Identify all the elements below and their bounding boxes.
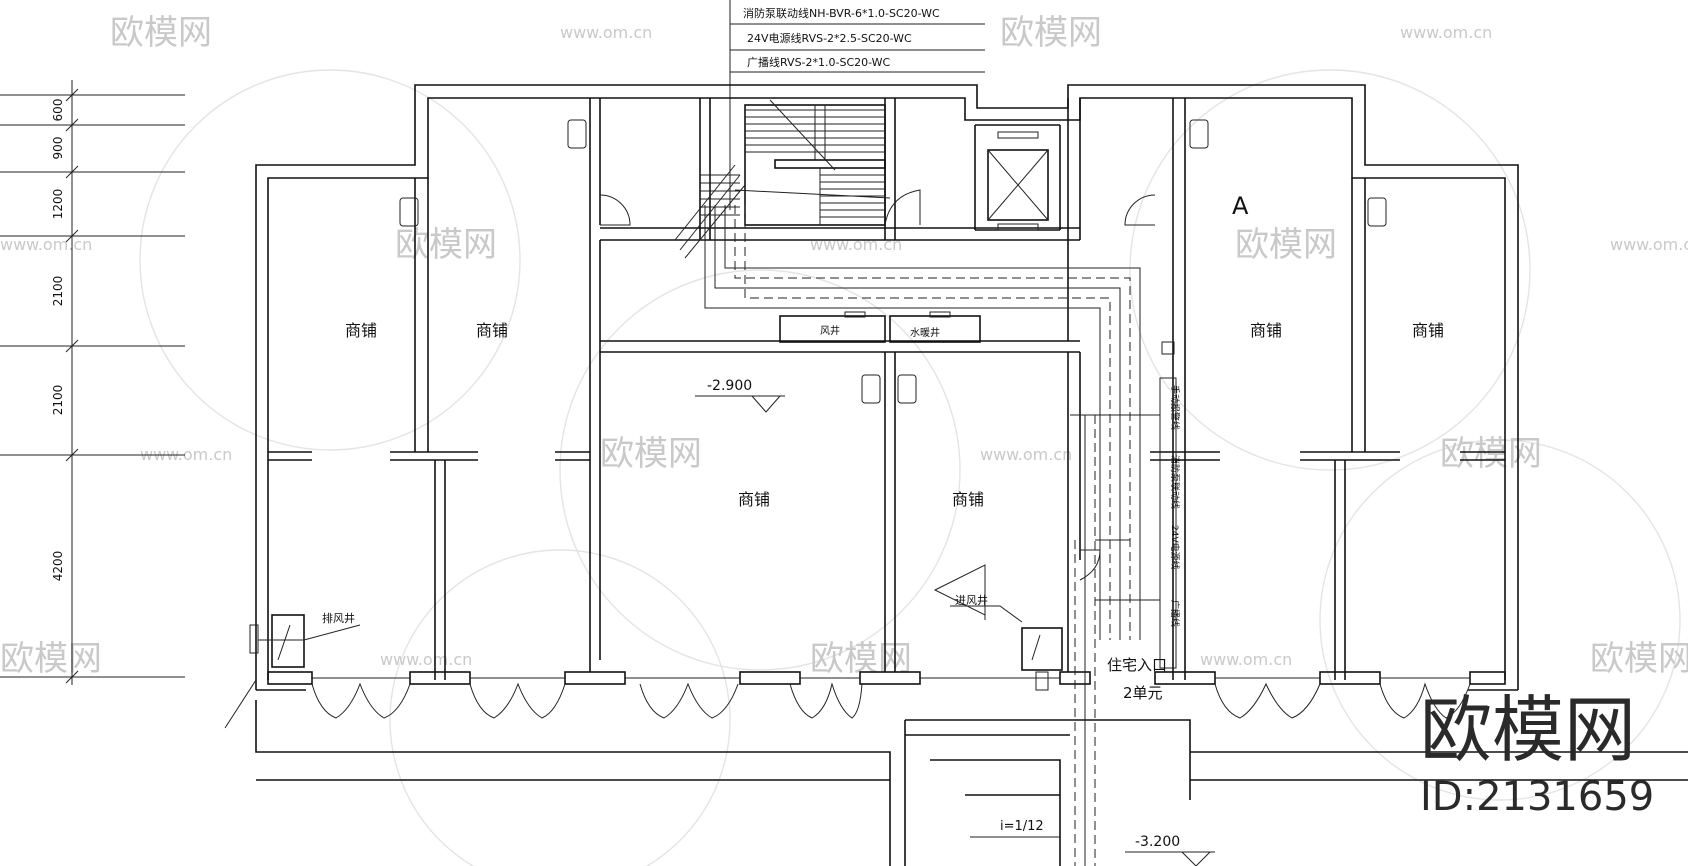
watermark-text: 欧模网 [395,225,497,265]
exhaust-shaft-label: 排风井 [322,611,355,625]
dimension-label: 2100 [51,385,65,416]
interior-walls [268,98,1505,680]
elevation-label: -2.900 [707,378,752,394]
watermark-text: 欧模网 [0,639,102,679]
riser-label: 24V电源线 [1169,525,1181,570]
section-markers: A [933,192,1249,620]
entrance-area: 住宅入口 2单元 i=1/12 [970,656,1167,838]
brand-id: ID:2131659 [1420,774,1654,820]
dimension-label: 2100 [51,276,65,307]
watermark-url: www.om.cn [140,445,232,464]
watermark-text: 欧模网 [810,639,912,679]
riser-labels: 手动报警线 消防泵联动线 24V电源线 广播线 [1169,385,1181,627]
dimension-label: 4200 [51,551,65,582]
watermark-layer: 欧模网 www.om.cn 欧模网 www.om.cn 欧模网 www.om.c… [0,13,1688,866]
room-label-shop: 商铺 [1250,321,1282,340]
watermark-url: www.om.cn [1400,23,1492,42]
exterior-walls [255,84,1688,866]
stair-core [744,99,921,226]
watermark-text: 欧模网 [1590,639,1688,679]
legend-line-3: 广播线RVS-2*1.0-SC20-WC [747,55,891,69]
dimension-label: 900 [51,137,65,160]
watermark-url: www.om.cn [980,445,1072,464]
watermark-text: 欧模网 [1235,225,1337,265]
sanitary-fixtures [399,119,1387,404]
watermark-text: 欧模网 [1000,13,1102,53]
riser-label: 消防泵联动线 [1169,455,1181,509]
elevator [987,131,1049,231]
storefront-line [267,671,1506,719]
watermark-text: 欧模网 [1440,434,1542,474]
legend-line-1: 消防泵联动线NH-BVR-6*1.0-SC20-WC [743,6,940,20]
watermark-url: www.om.cn [1610,235,1688,254]
room-label-shop: 商铺 [738,490,770,509]
air-shaft-label: 风井 [820,324,840,337]
legend-line-2: 24V电源线RVS-2*2.5-SC20-WC [747,31,912,45]
watermark-url: www.om.cn [0,235,92,254]
elevation-markers: -2.900 -3.200 [695,378,1215,866]
section-label: A [1232,192,1249,220]
riser-label: 手动报警线 [1169,385,1181,430]
brand-watermark: 欧模网 ID:2131659 [1420,688,1654,820]
dimension-label: 600 [51,99,65,122]
room-label-shop: 商铺 [345,321,377,340]
dimension-label: 1200 [51,189,65,220]
wiring-legend: 消防泵联动线NH-BVR-6*1.0-SC20-WC 24V电源线RVS-2*2… [729,0,985,210]
dimension-chain: 600 900 1200 2100 2100 4200 [0,80,185,685]
shafts: 风井 水暖井 排风井 进风井 [224,311,1063,729]
water-shaft-label: 水暖井 [910,326,940,339]
slope-label: i=1/12 [1000,819,1044,834]
room-label-shop: 商铺 [952,490,984,509]
unit-label: 2单元 [1123,684,1163,702]
elevation-label: -3.200 [1135,834,1180,850]
watermark-text: 欧模网 [110,13,212,53]
entrance-label: 住宅入口 [1107,656,1167,674]
room-label-shop: 商铺 [476,321,508,340]
riser-label: 广播线 [1169,600,1181,627]
intake-shaft-label: 进风井 [955,593,988,607]
watermark-url: www.om.cn [810,235,902,254]
watermark-url: www.om.cn [560,23,652,42]
wiring-runs [674,164,1177,866]
watermark-url: www.om.cn [380,650,472,669]
watermark-url: www.om.cn [1200,650,1292,669]
room-label-shop: 商铺 [1412,321,1444,340]
room-labels: 商铺 商铺 商铺 商铺 商铺 商铺 [345,321,1444,509]
watermark-text: 欧模网 [600,434,702,474]
brand-name: 欧模网 [1420,688,1636,772]
